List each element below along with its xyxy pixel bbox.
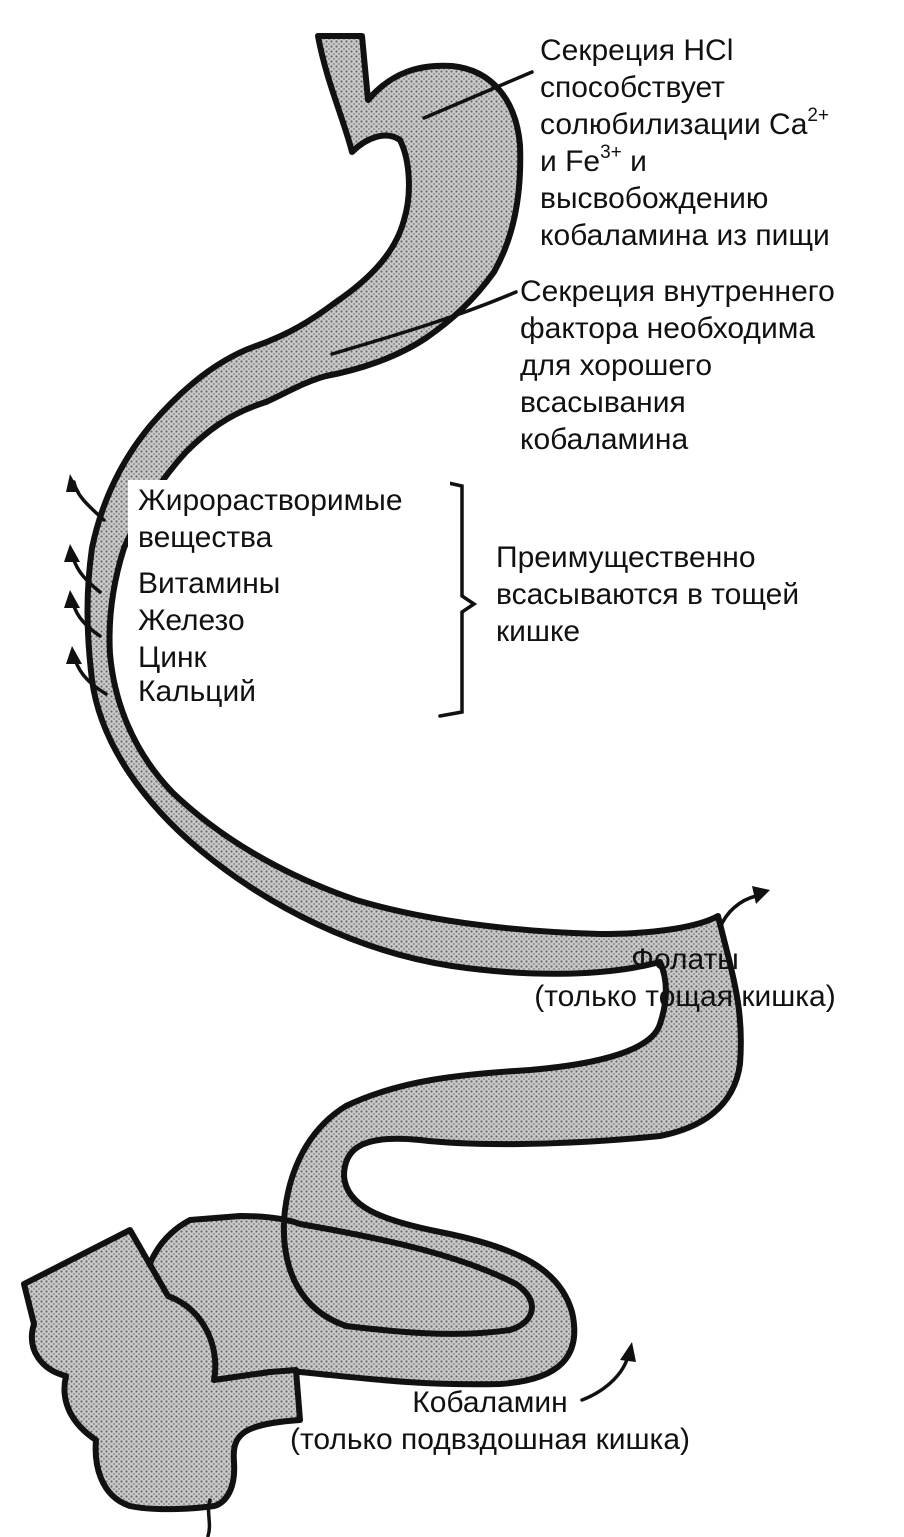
hcl-leader-line bbox=[422, 70, 534, 120]
hcl-line-1: Секреция HCl bbox=[540, 34, 734, 67]
jejunum-note-label: Преимущественно всасываются в тощей кишк… bbox=[496, 539, 799, 650]
jejunum-bracket bbox=[438, 480, 478, 718]
hcl-line-6: кобаламина из пищи bbox=[540, 219, 830, 252]
intrinsic-factor-line-1: Секреция внутреннего bbox=[520, 275, 835, 308]
cobalamin-line-1: Кобаламин bbox=[412, 1386, 568, 1419]
fat-soluble-line-1: Жирорастворимые bbox=[138, 484, 403, 517]
cobalamin-label: Кобаламин (только подвздошная кишка) bbox=[250, 1384, 730, 1458]
folate-absorption-arrow bbox=[718, 894, 758, 930]
folate-line-1: Фолаты bbox=[631, 943, 739, 976]
vitamins-label: Витамины bbox=[138, 567, 281, 600]
iron-label: Железо bbox=[138, 604, 245, 637]
folate-arrowhead bbox=[752, 886, 770, 904]
iron-arrowhead bbox=[64, 590, 80, 608]
intrinsic-factor-line-3: для хорошего bbox=[520, 349, 713, 382]
jejunum-note-line-3: кишке bbox=[496, 615, 581, 648]
vitamins-arrowhead bbox=[64, 544, 80, 562]
hcl-line-4-b: и bbox=[621, 145, 647, 178]
fat-soluble-line-2: вещества bbox=[138, 521, 273, 554]
iron-charge: 3+ bbox=[600, 142, 622, 163]
fat-soluble-absorption-arrow bbox=[72, 480, 106, 522]
hcl-line-4: и Fe3+ и bbox=[540, 143, 830, 180]
hcl-line-2: способствует bbox=[540, 71, 725, 104]
zinc-label: Цинк bbox=[138, 641, 207, 674]
hcl-line-3: солюбилизации Ca2+ bbox=[540, 106, 830, 143]
fat-soluble-label: Жирорастворимые вещества bbox=[138, 482, 403, 556]
intrinsic-factor-line-4: всасывания bbox=[520, 386, 686, 419]
jejunum-note-line-1: Преимущественно bbox=[496, 541, 756, 574]
cobalamin-line-2: (только подвздошная кишка) bbox=[289, 1423, 690, 1456]
folate-line-2: (только тощая кишка) bbox=[534, 980, 836, 1013]
jejunum-note-line-2: всасываются в тощей bbox=[496, 578, 800, 611]
hcl-line-3-text: солюбилизации Ca bbox=[540, 108, 808, 141]
calcium-charge: 2+ bbox=[807, 105, 830, 126]
intrinsic-factor-line-2: фактора необходима bbox=[520, 312, 816, 345]
intrinsic-factor-leader-line bbox=[330, 290, 518, 356]
cobalamin-arrowhead bbox=[620, 1342, 636, 1362]
folate-label: Фолаты (только тощая кишка) bbox=[510, 941, 860, 1015]
jejunum-label-background bbox=[128, 480, 450, 708]
intrinsic-factor-line-5: кобаламина bbox=[520, 423, 689, 456]
intrinsic-factor-label: Секреция внутреннего фактора необходима … bbox=[520, 273, 835, 458]
fat-soluble-arrowhead bbox=[66, 474, 80, 492]
calcium-label: Кальций bbox=[138, 675, 256, 708]
rectum-tail bbox=[206, 1498, 212, 1537]
hcl-secretion-label: Секреция HCl способствует солюбилизации … bbox=[540, 32, 830, 254]
hcl-line-4-a: и Fe bbox=[540, 145, 601, 178]
zinc-calcium-arrowhead bbox=[66, 646, 82, 664]
colon-and-cecum bbox=[21, 1227, 303, 1513]
hcl-line-5: высвобождению bbox=[540, 182, 769, 215]
